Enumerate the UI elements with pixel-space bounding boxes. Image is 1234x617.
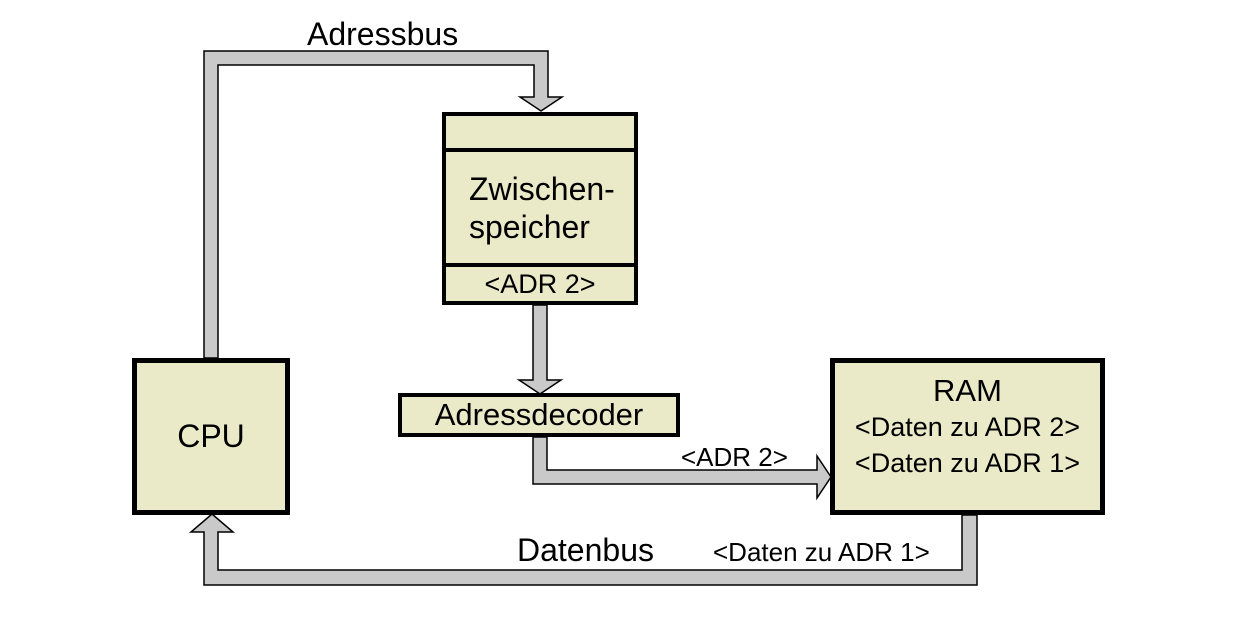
datenbus-arrow [188, 513, 978, 586]
buffer-divider-bottom [446, 263, 634, 267]
buffer-slot-value: <ADR 2> [484, 268, 596, 299]
ram-box: RAM <Daten zu ADR 2> <Daten zu ADR 1> [830, 358, 1105, 515]
cpu-label: CPU [177, 418, 245, 454]
ram-title: RAM [933, 373, 1002, 408]
ram-row-adr2: <Daten zu ADR 2> [854, 412, 1081, 442]
daten-zu-adr1-bus-label: <Daten zu ADR 1> [713, 537, 930, 567]
buffer-label-line1: Zwischen- [469, 170, 615, 207]
buffer-label: Zwischen- speicher [446, 152, 634, 263]
buffer-to-decoder-arrow [516, 304, 564, 395]
decoder-label: Adressdecoder [434, 397, 644, 432]
decoder-box: Adressdecoder [398, 393, 680, 437]
adressbus-label: Adressbus [307, 16, 459, 52]
ram-row-adr1: <Daten zu ADR 1> [854, 448, 1081, 478]
buffer-box: Zwischen- speicher <ADR 2> [442, 112, 638, 305]
decoder-to-ram-arrow [532, 436, 832, 501]
buffer-label-line2: speicher [469, 208, 590, 245]
buffer-empty-section [446, 116, 634, 148]
buffer-divider-top [446, 148, 634, 152]
cpu-box: CPU [132, 358, 290, 515]
datenbus-label: Datenbus [517, 532, 654, 568]
adr2-bus-label: <ADR 2> [681, 442, 788, 472]
adressbus-arrow [203, 50, 565, 359]
